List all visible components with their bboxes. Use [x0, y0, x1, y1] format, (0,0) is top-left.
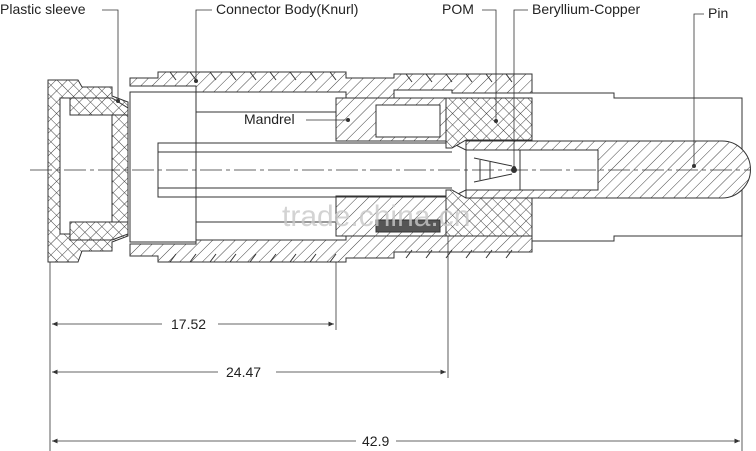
- dimension-42-9: 42.9: [362, 433, 389, 449]
- pom-insulator: [445, 97, 533, 237]
- leader-lines: [102, 9, 704, 170]
- watermark-text: trade.china.cn: [282, 200, 470, 233]
- dimension-17-52: 17.52: [171, 316, 206, 332]
- plastic-sleeve-part: [47, 79, 129, 263]
- label-plastic-sleeve: Plastic sleeve: [0, 1, 86, 17]
- label-mandrel: Mandrel: [244, 111, 295, 127]
- dimension-24-47: 24.47: [226, 364, 261, 380]
- label-pom: POM: [442, 1, 474, 17]
- label-connector-body: Connector Body(Knurl): [216, 1, 358, 17]
- connector-body-top: [129, 71, 533, 99]
- dimension-lines: [49, 236, 743, 451]
- label-pin: Pin: [708, 5, 728, 21]
- label-beryllium-copper: Beryllium-Copper: [532, 1, 640, 17]
